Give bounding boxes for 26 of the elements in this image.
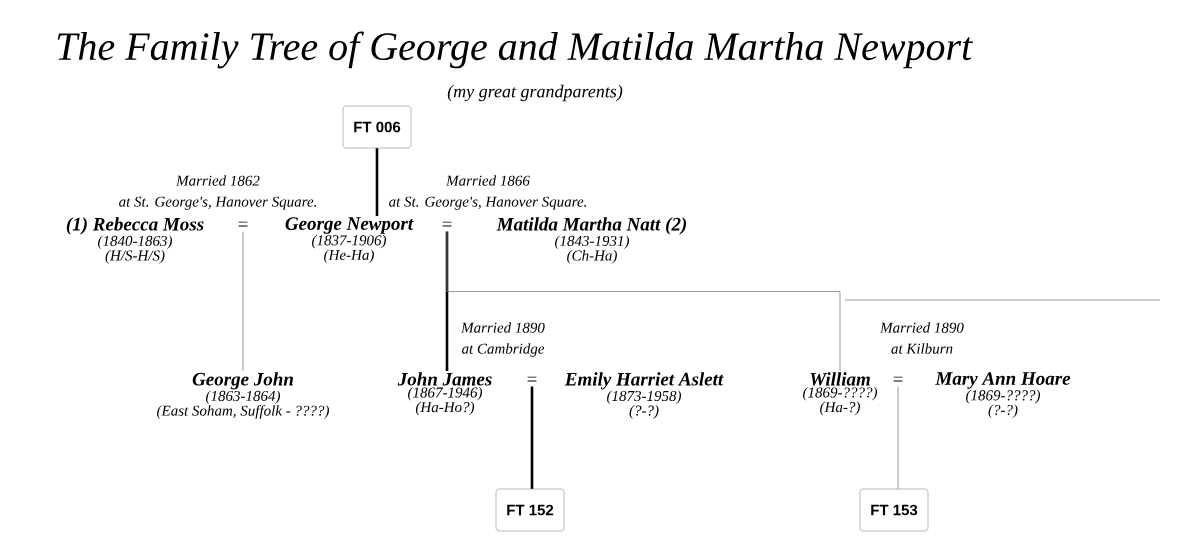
person-label: George John (1863-1864) (East Soham, Suffolk - ????) (157, 372, 329, 419)
marriage-note: Married 1890 at Cambridge (460, 322, 545, 357)
descent-line (446, 231, 841, 372)
person-label: Matilda Martha Natt (2) (1843-1931) (Ch-Ha) (496, 217, 687, 264)
reference-box: FT 006 (342, 105, 412, 149)
reference-box: FT 152 (495, 488, 565, 532)
person-label: Emily Harriet Aslett (1873-1958) (?-?) (564, 372, 724, 419)
title: The Family Tree of George and Matilda Martha Newport (57, 31, 973, 69)
reference-box: FT 153 (859, 488, 929, 532)
marriage-note: Married 1866 at St. George's, Hanover Square. (389, 175, 587, 210)
person-label: (1) Rebecca Moss (1840-1863) (H/S-H/S) (66, 217, 204, 264)
descent-line (530, 386, 534, 489)
person-label: William (1869-????) (Ha-?) (803, 372, 878, 416)
marriage-note: Married 1890 at Kilburn (879, 322, 964, 354)
descent-line (897, 386, 899, 490)
marriage-sign: = (527, 376, 537, 382)
person-label: Mary Ann Hoare (1869-????) (?-?) (935, 372, 1071, 419)
marriage-note: Married 1862 at St. George's, Hanover Square. (119, 175, 317, 210)
descent-line (375, 148, 379, 216)
subtitle: (my great grandparents) (447, 84, 623, 102)
person-label: John James (1867-1946) (Ha-Ho?) (397, 372, 492, 416)
marriage-sign: = (893, 376, 903, 382)
descent-line (242, 231, 244, 372)
person-label: George Newport (1837-1906) (He-Ha) (285, 217, 414, 264)
marriage-sign: = (238, 221, 248, 227)
marriage-sign: = (442, 221, 452, 227)
